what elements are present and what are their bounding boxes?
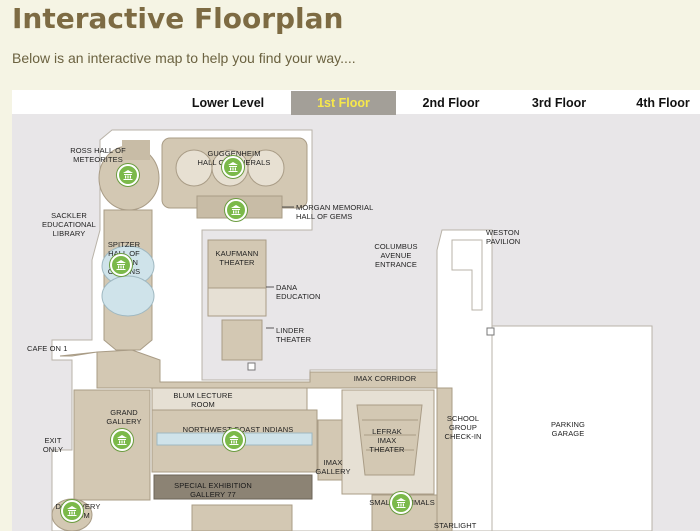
imax-gallery-shape — [317, 419, 345, 481]
tab-2nd-floor[interactable]: 2nd Floor — [422, 96, 480, 110]
museum-building-icon — [231, 205, 241, 215]
label-blum-lecture: Blum Lecture Room — [173, 391, 233, 409]
museum-building-icon — [116, 260, 126, 270]
label-morgan-hall: Morgan Memorial Hall of Gems — [296, 203, 374, 221]
museum-building-icon — [396, 498, 406, 508]
page-subtitle: Below is an interactive map to help you … — [12, 50, 356, 66]
cafe-corridor-shape — [59, 349, 438, 389]
tab-lower-level[interactable]: Lower Level — [191, 96, 265, 110]
label-northwest-coast: Northwest Coast Indians — [182, 425, 294, 434]
museum-building-icon — [228, 162, 238, 172]
label-linder-theater: Linder Theater — [276, 326, 312, 344]
museum-building-icon — [123, 170, 133, 180]
museum-building-icon — [117, 435, 127, 445]
tab-3rd-floor[interactable]: 3rd Floor — [531, 96, 587, 110]
label-weston-pavilion: Weston Pavilion — [486, 228, 521, 246]
school-group-shape — [436, 387, 453, 531]
dana-education-shape — [207, 287, 267, 317]
linder-theater-shape — [221, 319, 263, 361]
label-lefrak-imax: Lefrak IMAX Theater — [369, 427, 405, 454]
exhibit-pin-morgan-hall[interactable] — [225, 199, 247, 221]
label-kaufmann-theater: Kaufmann Theater — [215, 249, 259, 267]
exhibit-pin-grand-gallery[interactable] — [111, 429, 133, 451]
label-grand-gallery: Grand Gallery — [106, 408, 142, 426]
tab-4th-floor[interactable]: 4th Floor — [636, 96, 690, 110]
label-sackler-library: Sackler Educational Library — [42, 211, 96, 238]
exhibit-pin-discovery-room[interactable] — [61, 500, 83, 522]
tab-1st-floor[interactable]: 1st Floor — [291, 91, 396, 115]
bottom-rotunda-shape — [191, 504, 293, 531]
weston-pavilion-block — [451, 239, 483, 311]
label-exit-only: Exit Only — [42, 436, 64, 454]
kaufmann-theater-shape — [207, 239, 267, 289]
exhibit-pin-small-mammals[interactable] — [390, 492, 412, 514]
label-ross-hall: Ross Hall of Meteorites — [70, 146, 126, 164]
page-title: Interactive Floorplan — [12, 2, 344, 35]
label-cafe: Cafe on 1 — [27, 344, 68, 353]
label-starlight: Starlight — [434, 521, 477, 530]
label-school-group: School Group Check-in — [444, 414, 482, 441]
label-dana-education: Dana Education — [276, 283, 321, 301]
label-imax-corridor: IMAX Corridor — [353, 374, 417, 383]
label-small-mammals: Small Mammals — [369, 498, 435, 507]
museum-building-icon — [229, 435, 239, 445]
label-columbus-entrance: Columbus Avenue Entrance — [374, 242, 418, 269]
parking-garage-block — [491, 325, 653, 531]
special-exhibition-shape — [153, 474, 313, 500]
exhibit-pin-ross-hall[interactable] — [117, 164, 139, 186]
exhibit-pin-spitzer-hall[interactable] — [110, 254, 132, 276]
exhibit-pin-guggenheim-hall[interactable] — [222, 156, 244, 178]
exhibit-pin-northwest-coast[interactable] — [223, 429, 245, 451]
museum-building-icon — [67, 506, 77, 516]
label-parking-garage: Parking Garage — [551, 420, 585, 438]
label-special-exhibition: Special Exhibition Gallery 77 — [174, 481, 252, 499]
label-imax-gallery: IMAX Gallery — [315, 458, 351, 476]
